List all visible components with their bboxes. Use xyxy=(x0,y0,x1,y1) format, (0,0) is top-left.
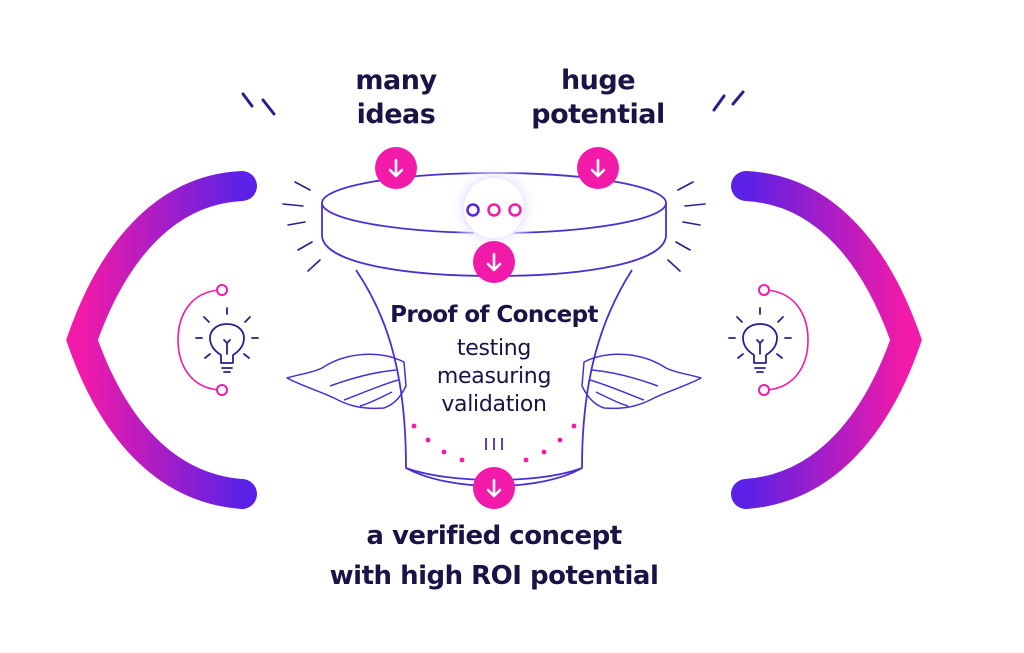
dotted-arc xyxy=(411,423,577,463)
dots-icon xyxy=(462,176,526,240)
top-right-label-line: potential xyxy=(531,99,665,130)
arrow-down-icon xyxy=(473,241,515,283)
top-right-label-line: huge xyxy=(560,65,636,96)
arrow-down-icon xyxy=(577,147,619,189)
top-left-label-line: many xyxy=(355,65,437,96)
lightbulb-right-icon xyxy=(728,284,809,396)
wing-left-icon xyxy=(286,353,407,410)
tick-marks-left xyxy=(241,92,276,116)
top-left-label: many ideas xyxy=(296,64,496,132)
funnel-line-testing: testing xyxy=(456,336,532,361)
bottom-label: a verified concept with high ROI potenti… xyxy=(244,516,744,596)
arrow-down-icon xyxy=(473,467,515,509)
sparkle-left-icon xyxy=(282,181,321,272)
tick-marks-right xyxy=(712,90,745,112)
funnel-line-validation: validation xyxy=(441,392,547,417)
top-right-label: huge potential xyxy=(498,64,698,132)
lightbulb-left-icon xyxy=(177,284,259,396)
wing-right-icon xyxy=(581,353,702,410)
funnel-line-measuring: measuring xyxy=(436,364,552,389)
funnel-title: Proof of Concept xyxy=(390,302,598,328)
right-bracket-icon xyxy=(731,171,922,509)
top-left-label-line: ideas xyxy=(356,99,436,130)
bottom-label-line: with high ROI potential xyxy=(329,561,659,591)
triple-lines xyxy=(485,438,503,450)
left-bracket-icon xyxy=(66,171,257,509)
sparkle-right-icon xyxy=(667,181,706,272)
bottom-label-line: a verified concept xyxy=(366,521,622,551)
arrow-down-icon xyxy=(375,147,417,189)
